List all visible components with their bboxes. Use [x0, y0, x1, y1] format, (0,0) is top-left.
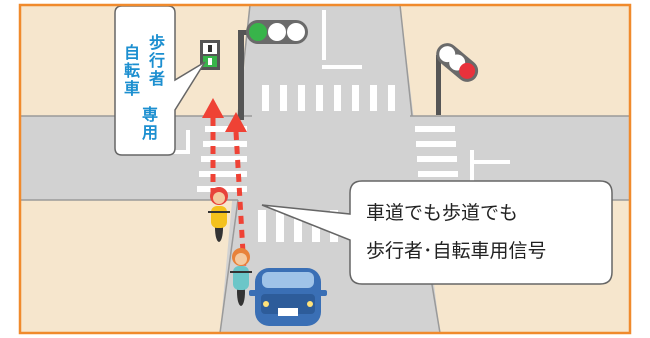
sign-text-bicycle: 自転車 — [123, 43, 140, 98]
cyclist-icon — [230, 248, 252, 306]
sign-text-exclusive: 専用 — [141, 105, 158, 142]
vehicle-traffic-light-icon — [238, 20, 308, 120]
route-arrow-icon — [202, 98, 224, 118]
sign-text-pedestrian: 歩行者 — [148, 33, 165, 88]
callout-bubble — [261, 180, 613, 285]
car-icon — [249, 268, 327, 326]
crosswalk-top — [262, 85, 395, 111]
callout-line-1: 車道でも歩道でも — [366, 202, 519, 224]
route-arrow-icon — [225, 112, 247, 132]
cyclist-icon — [208, 187, 230, 242]
right-traffic-light-icon — [436, 43, 479, 115]
sign-bubble — [114, 5, 206, 156]
frame-border — [18, 3, 632, 335]
route-path — [202, 98, 247, 271]
callout-line-2: 歩行者･自転車用信号 — [366, 240, 547, 262]
